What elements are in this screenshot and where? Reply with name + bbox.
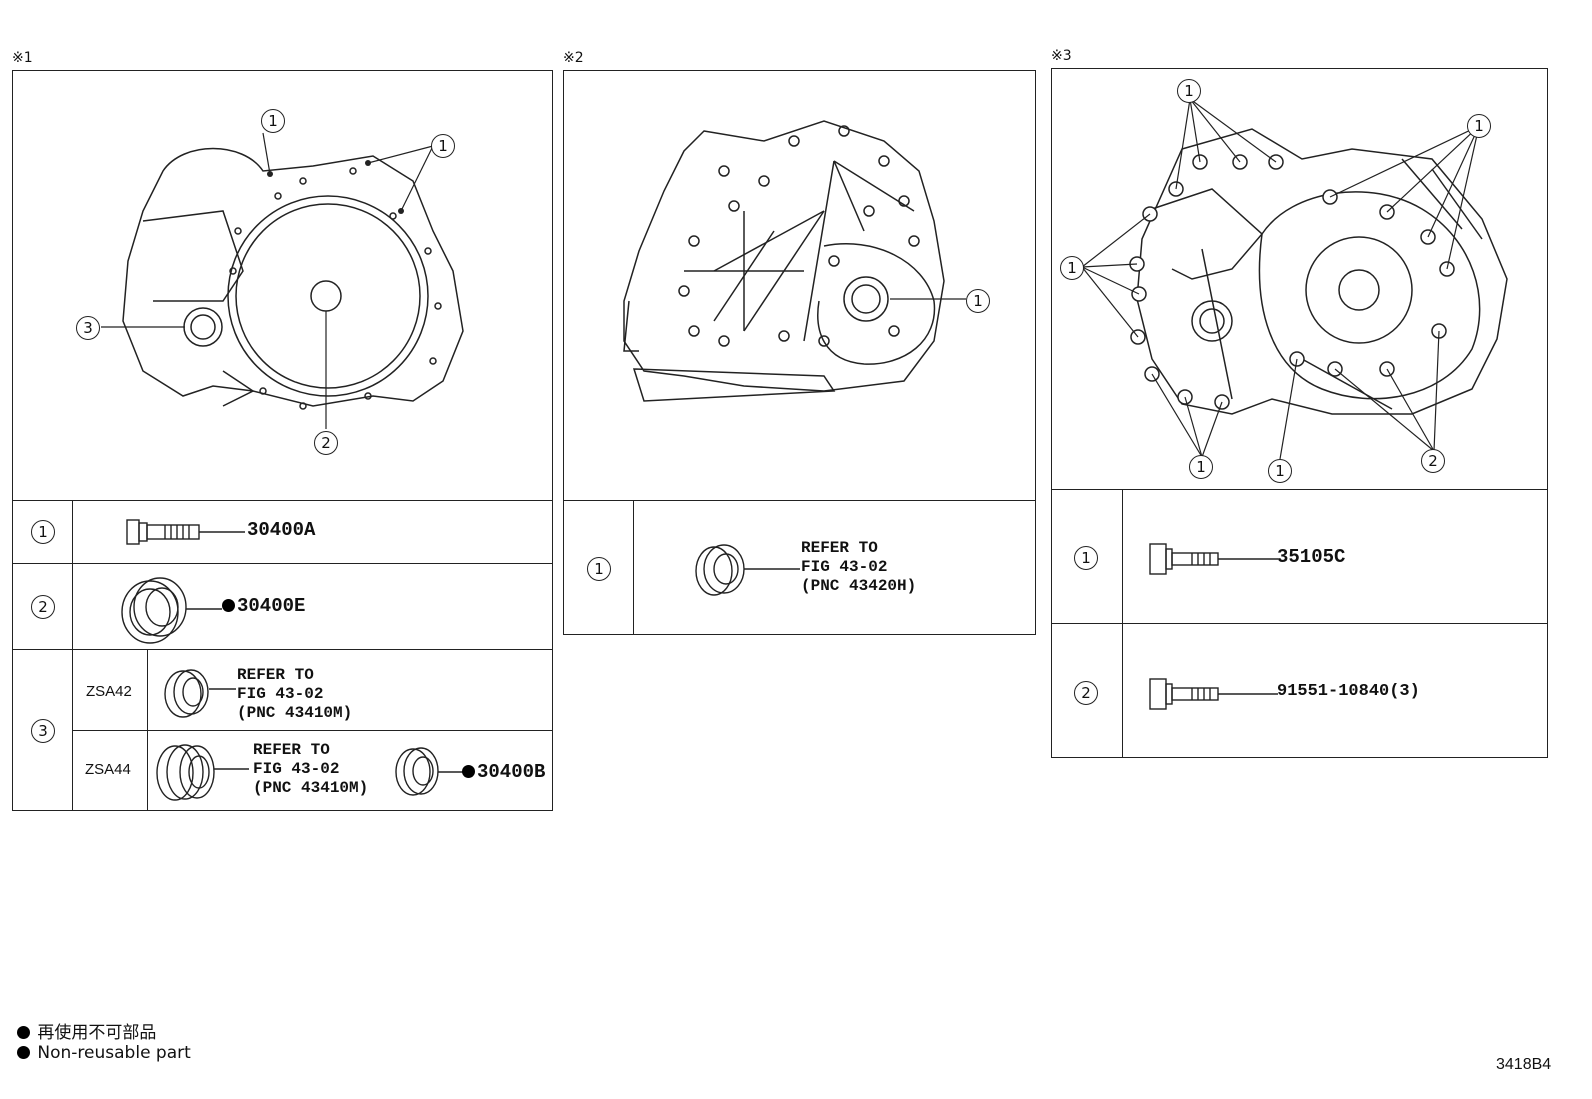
- callout-1: 1: [1189, 455, 1213, 479]
- legend-en: Non-reusable part: [17, 1043, 191, 1063]
- callout-1: 1: [1060, 256, 1084, 280]
- panel-1: 1 1 3 2 1 30400A 2 30400E 3 ZSA42 R: [12, 70, 553, 811]
- refer-to-note: REFER TO FIG 43-02 (PNC 43410M): [237, 666, 353, 722]
- model-code: ZSA42: [86, 683, 132, 700]
- row-number: 1: [587, 557, 611, 581]
- callout-1: 1: [1467, 114, 1491, 138]
- legend-jp: 再使用不可部品: [17, 1018, 156, 1043]
- non-reusable-part-number: 30400E: [222, 595, 305, 617]
- non-reusable-dot-icon: [222, 599, 235, 612]
- panel-3: 1 1 1 1 1 2 1 35105C 2 91551-10840(3): [1051, 68, 1548, 758]
- transaxle-front-drawing: [101, 132, 464, 429]
- row-number: 3: [31, 719, 55, 743]
- non-reusable-dot-icon: [17, 1026, 30, 1039]
- transaxle-rear-drawing: [1081, 98, 1508, 460]
- part-number: 91551-10840(3): [1277, 682, 1420, 701]
- row-number: 1: [1074, 546, 1098, 570]
- oil-seal-icon: [395, 747, 463, 796]
- flange-bolt-icon: [1149, 678, 1278, 710]
- callout-1: 1: [261, 109, 285, 133]
- model-code: ZSA44: [85, 761, 131, 778]
- panel-1-label: ※1: [12, 50, 33, 66]
- callout-1: 1: [966, 289, 990, 313]
- refer-to-note: REFER TO FIG 43-02 (PNC 43420H): [801, 539, 917, 595]
- part-number: 35105C: [1277, 546, 1346, 568]
- row-number: 2: [1074, 681, 1098, 705]
- double-oil-seal-icon: [156, 744, 249, 801]
- callout-2: 2: [1421, 449, 1445, 473]
- panel-2: 1 1 REFER TO FIG 43-02 (PNC 43420H): [563, 70, 1036, 635]
- panel-3-label: ※3: [1051, 48, 1072, 64]
- non-reusable-part-number: 30400B: [462, 761, 545, 783]
- non-reusable-dot-icon: [17, 1046, 30, 1059]
- callout-1: 1: [431, 134, 455, 158]
- callout-1: 1: [1177, 79, 1201, 103]
- oil-seal-icon: [121, 577, 222, 644]
- figure-id: 3418B4: [1496, 1056, 1552, 1073]
- refer-to-note: REFER TO FIG 43-02 (PNC 43410M): [253, 741, 369, 797]
- row-number: 2: [31, 595, 55, 619]
- callout-2: 2: [314, 431, 338, 455]
- non-reusable-dot-icon: [462, 765, 475, 778]
- callout-3: 3: [76, 316, 100, 340]
- flange-bolt-icon: [1149, 543, 1278, 575]
- oil-seal-icon: [164, 669, 236, 718]
- panel-2-label: ※2: [563, 50, 584, 66]
- callout-1: 1: [1268, 459, 1292, 483]
- transaxle-side-drawing: [623, 120, 966, 402]
- bolt-icon: [126, 519, 245, 545]
- part-number: 30400A: [247, 519, 316, 541]
- oil-seal-icon: [695, 544, 800, 596]
- row-number: 1: [31, 520, 55, 544]
